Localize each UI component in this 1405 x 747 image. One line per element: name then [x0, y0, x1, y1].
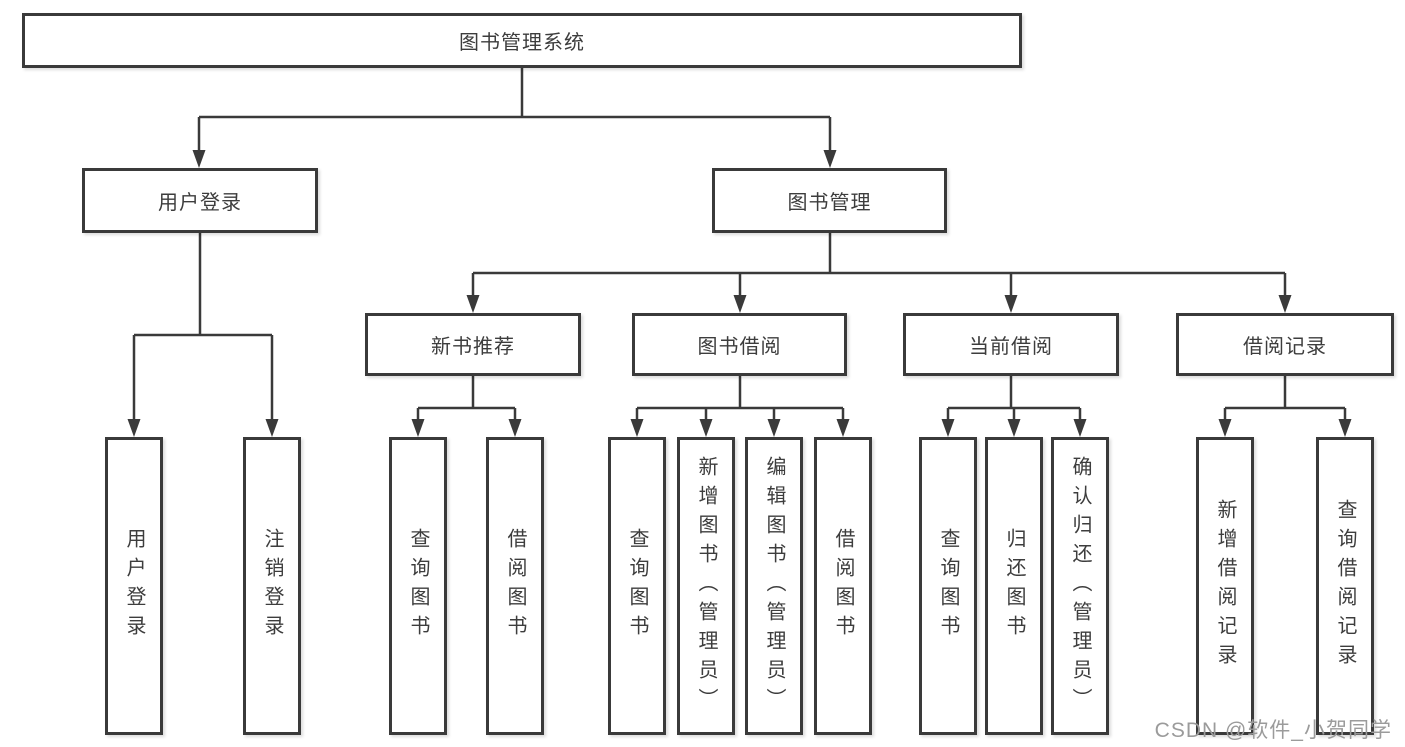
- leaf-records-add-borrow-record-label: 新增借阅记录: [1214, 499, 1236, 673]
- leaf-records-add-borrow-record: 新增借阅记录: [1196, 437, 1254, 735]
- csdn-watermark: CSDN @软件_小贺同学: [1154, 719, 1392, 742]
- leaf-current-confirm-return-admin: 确认归还（管理员）: [1051, 437, 1109, 735]
- leaf-borrowing-edit-book-admin: 编辑图书（管理员）: [745, 437, 803, 735]
- node-book-management: 图书管理: [712, 168, 947, 233]
- leaf-current-return-book: 归还图书: [985, 437, 1043, 735]
- leaf-current-return-book-label: 归还图书: [1003, 528, 1025, 644]
- leaf-logout-login-label: 注销登录: [261, 528, 283, 644]
- leaf-borrowing-query-book-label: 查询图书: [626, 528, 648, 644]
- node-borrowing-records: 借阅记录: [1176, 313, 1394, 376]
- leaf-records-query-borrow-record-label: 查询借阅记录: [1334, 499, 1356, 673]
- leaf-recommend-query-book-label: 查询图书: [407, 528, 429, 644]
- leaf-recommend-borrow-book: 借阅图书: [486, 437, 544, 735]
- leaf-borrowing-borrow-book-label: 借阅图书: [832, 528, 854, 644]
- arrowheads: [127, 150, 1352, 437]
- node-new-book-recommendation: 新书推荐: [365, 313, 581, 376]
- leaf-borrowing-query-book: 查询图书: [608, 437, 666, 735]
- node-library-management-system: 图书管理系统: [22, 13, 1022, 68]
- node-book-borrowing: 图书借阅: [632, 313, 847, 376]
- leaf-borrowing-edit-book-admin-label: 编辑图书（管理员）: [763, 455, 785, 717]
- leaf-recommend-borrow-book-label: 借阅图书: [504, 528, 526, 644]
- leaf-user-login: 用户登录: [105, 437, 163, 735]
- leaf-borrowing-add-book-admin: 新增图书（管理员）: [677, 437, 735, 735]
- leaf-recommend-query-book: 查询图书: [389, 437, 447, 735]
- leaf-current-query-book: 查询图书: [919, 437, 977, 735]
- leaf-borrowing-add-book-admin-label: 新增图书（管理员）: [695, 455, 717, 717]
- leaf-current-query-book-label: 查询图书: [937, 528, 959, 644]
- node-current-borrowing: 当前借阅: [903, 313, 1119, 376]
- leaf-borrowing-borrow-book: 借阅图书: [814, 437, 872, 735]
- leaf-current-confirm-return-admin-label: 确认归还（管理员）: [1069, 455, 1091, 717]
- leaf-user-login-label: 用户登录: [123, 528, 145, 644]
- leaf-records-query-borrow-record: 查询借阅记录: [1316, 437, 1374, 735]
- leaf-logout-login: 注销登录: [243, 437, 301, 735]
- node-user-login: 用户登录: [82, 168, 318, 233]
